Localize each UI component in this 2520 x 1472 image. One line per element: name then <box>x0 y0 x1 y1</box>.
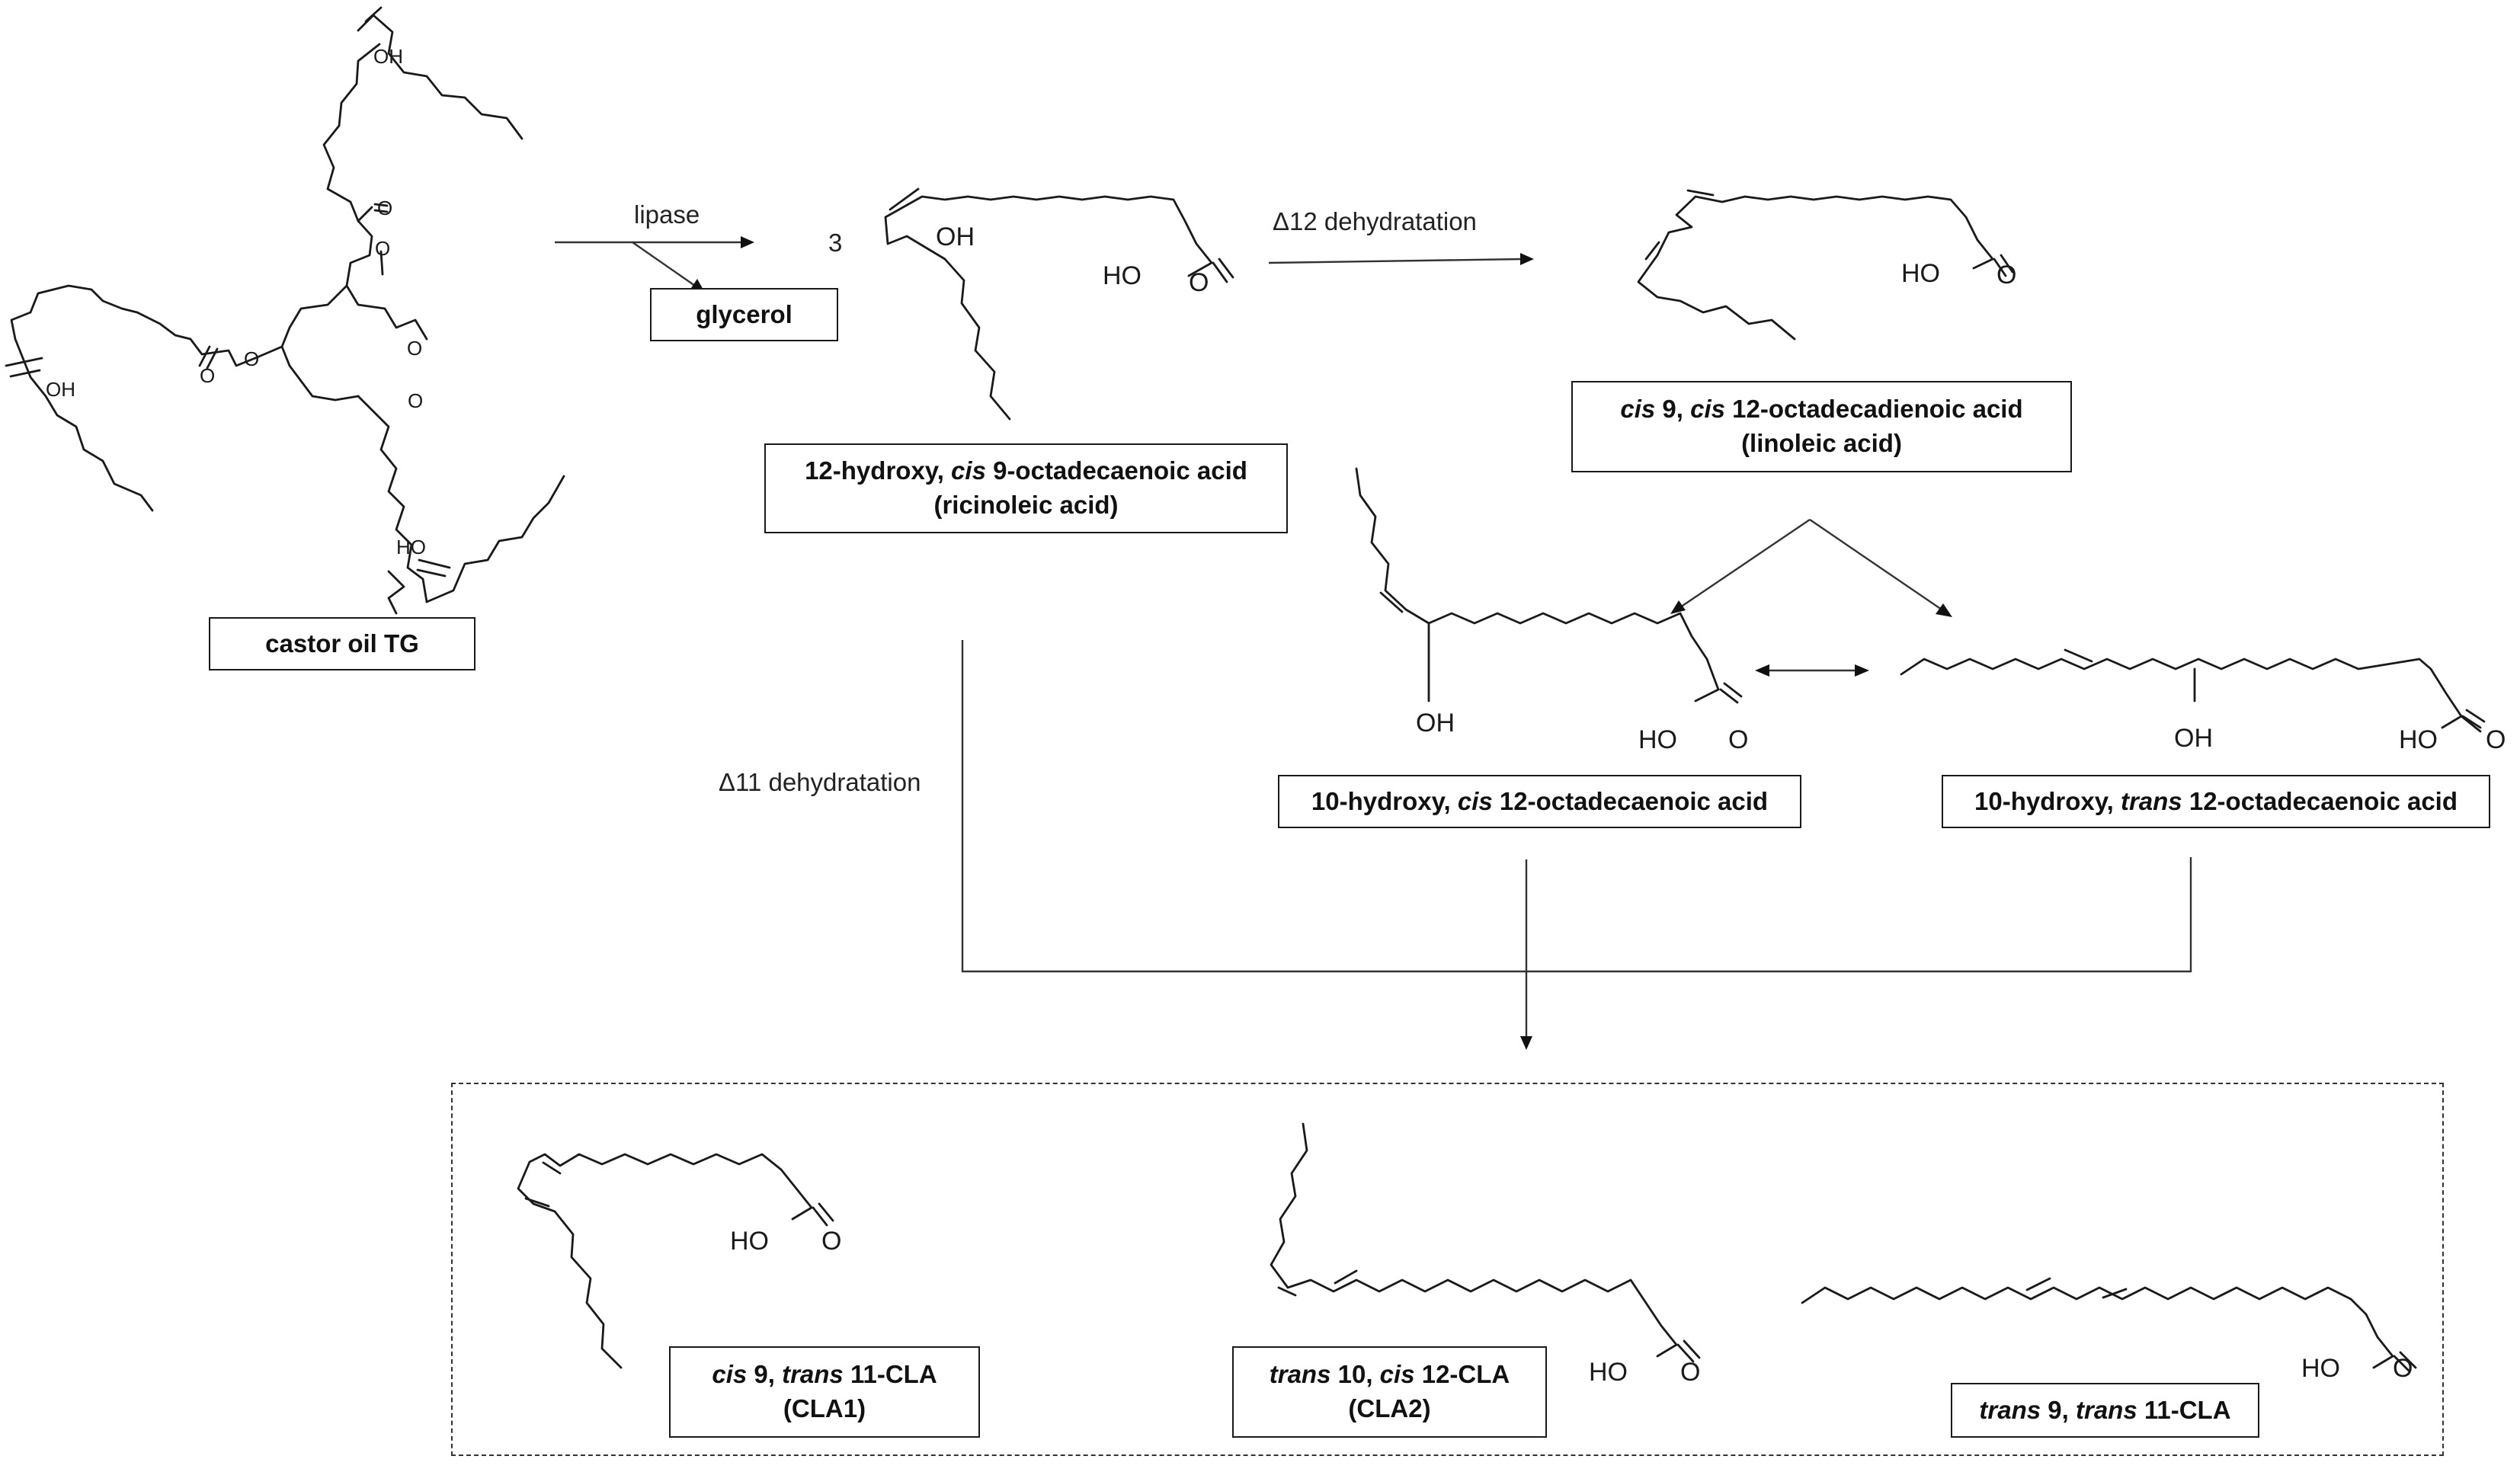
ho-label-bottom: HO <box>396 536 426 558</box>
ricinoleic-acid-structure <box>884 187 1234 421</box>
lipase-arrow <box>555 236 754 293</box>
oh-label-hydroxy-cis: OH <box>1416 709 1455 738</box>
ho-label-cla3: HO <box>2301 1354 2340 1383</box>
ho-label-ricinoleic: HO <box>1103 261 1142 290</box>
cla-products-box <box>451 1083 2444 1456</box>
o-label-hydroxy-cis: O <box>1728 725 1748 754</box>
o-label-ricinoleic: O <box>1189 268 1209 297</box>
o-label-cla3: O <box>2393 1354 2413 1383</box>
ricinoleic-acid-label: 12-hydroxy, cis 9-octadecaenoic acid (ri… <box>764 443 1288 533</box>
linoleic-line2: (linoleic acid) <box>1741 429 1902 457</box>
o-label-cla2: O <box>1680 1358 1700 1387</box>
cla1-structure <box>517 1153 834 1369</box>
delta12-label: Δ12 dehydratation <box>1273 207 1477 235</box>
cla2-line2: (CLA2) <box>1348 1394 1431 1422</box>
ho-label-hydroxy-trans: HO <box>2399 725 2438 754</box>
hydroxy-cis-structure <box>1355 467 1743 704</box>
o-label-right-link: O <box>407 337 422 360</box>
linoleic-acid-structure <box>1637 189 2014 341</box>
equilibrium-arrow <box>1755 664 1869 677</box>
o-label-hydroxy-trans: O <box>2486 725 2506 754</box>
oh-label-left: OH <box>46 378 75 401</box>
stoichiometry-label: 3 <box>828 229 842 257</box>
cla3-label: trans 9, trans 11-CLA <box>1951 1383 2259 1438</box>
ho-label-cla2: HO <box>1589 1358 1628 1387</box>
lipase-label: lipase <box>634 200 700 229</box>
linoleic-line1: cis 9, cis 12-octadecadienoic acid <box>1620 395 2023 424</box>
glycerol-label: glycerol <box>650 288 838 341</box>
oh-label-hydroxy-trans: OH <box>2174 724 2213 753</box>
oh-label-ricinoleic: OH <box>936 222 975 251</box>
hydroxy-cis-label: 10-hydroxy, cis 12-octadecaenoic acid <box>1278 775 1801 828</box>
ho-label-linoleic: HO <box>1901 259 1940 288</box>
linoleic-acid-label: cis 9, cis 12-octadecadienoic acid (lino… <box>1571 381 2072 472</box>
cla3-line1: trans 9, trans 11-CLA <box>1979 1395 2231 1424</box>
hydroxy-cis-line1: 10-hydroxy, cis 12-octadecaenoic acid <box>1311 786 1769 815</box>
delta11-label: Δ11 dehydratation <box>719 768 921 796</box>
hydroxy-trans-structure <box>1900 648 2486 733</box>
o-label-linoleic: O <box>1996 261 2016 290</box>
ho-label-hydroxy-cis: HO <box>1638 725 1677 754</box>
hydroxy-trans-label: 10-hydroxy, trans 12-octadecaenoic acid <box>1942 775 2490 828</box>
o-label-top-ester: O <box>377 197 392 219</box>
oh-label-top: OH <box>373 45 403 68</box>
cla1-line1: cis 9, trans 11-CLA <box>712 1360 937 1389</box>
cla2-line1: trans 10, cis 12-CLA <box>1269 1360 1510 1389</box>
cla1-line2: (CLA1) <box>783 1394 866 1422</box>
o-label-top-link: O <box>375 237 390 260</box>
o-label-cla1: O <box>821 1227 841 1256</box>
converging-arrows <box>961 640 2192 1050</box>
o-label-left-ester: O <box>200 364 215 387</box>
o-label-right-ester: O <box>408 389 423 412</box>
delta12-arrow <box>1268 253 1534 265</box>
cla1-label: cis 9, trans 11-CLA (CLA1) <box>669 1346 980 1438</box>
ricinoleic-line2: (ricinoleic acid) <box>933 491 1119 519</box>
cla3-structure <box>1801 1277 2417 1373</box>
ho-label-cla1: HO <box>730 1227 769 1256</box>
ricinoleic-line1: 12-hydroxy, cis 9-octadecaenoic acid <box>805 456 1247 485</box>
castor-oil-label: castor oil TG <box>209 617 476 670</box>
cla2-label: trans 10, cis 12-CLA (CLA2) <box>1232 1346 1547 1438</box>
o-label-left-link: O <box>244 347 259 370</box>
cla2-structure <box>1270 1122 1701 1363</box>
castor-oil-text: castor oil TG <box>265 629 419 658</box>
hydroxy-trans-line1: 10-hydroxy, trans 12-octadecaenoic acid <box>1974 786 2458 815</box>
glycerol-text: glycerol <box>696 299 793 328</box>
split-arrows <box>1670 519 1952 617</box>
castor-oil-tg-structure <box>5 6 565 615</box>
